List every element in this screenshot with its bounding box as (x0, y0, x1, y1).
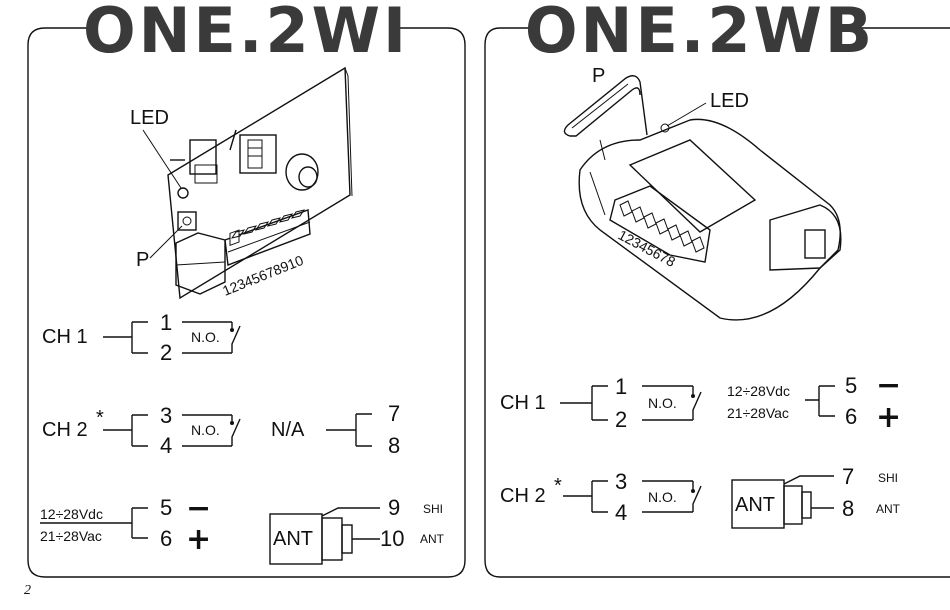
left-ch1-label: CH 1 (42, 326, 88, 348)
right-led-leader (666, 102, 707, 127)
left-terminal-numbers: 12345678910 (220, 252, 306, 299)
left-ch1-pin-b: 2 (160, 340, 172, 365)
left-ant-box-label: ANT (273, 528, 313, 550)
right-panel-frame (484, 27, 950, 578)
right-ch2-pin-b: 4 (615, 500, 627, 525)
right-led-label: LED (710, 90, 749, 112)
left-power-pin-a: 5 (160, 495, 172, 520)
right-ch2-circuit: CH 2 * 3 4 N.O. (500, 469, 702, 525)
left-ch2-label: CH 2 (42, 419, 88, 441)
right-ch1-circuit: CH 1 1 2 N.O. (500, 374, 702, 432)
left-power-vdc: 12÷28Vdc (40, 506, 103, 522)
right-power-plus: + (876, 400, 901, 435)
left-power-circuit: 12÷28Vdc 21÷28Vac 5 6 − + (40, 491, 211, 557)
left-ant-ant: ANT (420, 532, 445, 546)
left-power-plus: + (186, 522, 211, 557)
right-ant-box-label: ANT (735, 494, 775, 516)
left-led-leader (142, 129, 182, 189)
left-board-illustration (167, 66, 353, 300)
right-power-pin-a: 5 (845, 373, 857, 398)
left-na-pin-a: 7 (388, 401, 400, 426)
left-ant-pin-a: 9 (388, 495, 400, 520)
right-ch2-label: CH 2 (500, 485, 546, 507)
left-ch1-circuit: CH 1 1 2 N.O. (42, 310, 241, 365)
right-ch1-pin-b: 2 (615, 407, 627, 432)
right-title: ONE.2WB (525, 0, 875, 67)
left-na-circuit: N/A 7 8 (271, 401, 400, 458)
left-ch2-star: * (96, 407, 104, 429)
page-number: 2 (24, 583, 31, 598)
right-ch1-contact: N.O. (648, 395, 677, 411)
right-ant-ant: ANT (876, 502, 901, 516)
left-power-vac: 21÷28Vac (40, 528, 102, 544)
right-enclosure-illustration (563, 75, 842, 321)
right-ch2-star: * (554, 475, 562, 497)
left-antenna-circuit: ANT 9 10 SHI ANT (269, 495, 445, 565)
left-na-label: N/A (271, 419, 305, 441)
right-power-pin-b: 6 (845, 404, 857, 429)
right-power-minus: − (876, 368, 901, 403)
right-ch2-contact: N.O. (648, 489, 677, 505)
right-ant-shi: SHI (878, 471, 898, 485)
left-led-label: LED (130, 107, 169, 129)
right-power-vdc: 12÷28Vdc (727, 383, 790, 399)
left-title: ONE.2WI (83, 0, 409, 67)
left-power-minus: − (186, 491, 211, 526)
right-power-circuit: 12÷28Vdc 21÷28Vac 5 6 − + (727, 368, 901, 435)
left-na-pin-b: 8 (388, 433, 400, 458)
right-ant-pin-a: 7 (842, 464, 854, 489)
right-ch1-label: CH 1 (500, 392, 546, 414)
right-p-label: P (592, 65, 605, 87)
left-ch2-pin-a: 3 (160, 403, 172, 428)
left-panel-frame (27, 27, 466, 578)
left-ch2-contact: N.O. (191, 422, 220, 438)
right-ch1-pin-a: 1 (615, 374, 627, 399)
left-ch2-pin-b: 4 (160, 433, 172, 458)
left-ch1-contact: N.O. (191, 329, 220, 345)
left-p-leader (149, 225, 183, 259)
right-antenna-circuit: ANT 7 8 SHI ANT (731, 464, 901, 529)
left-p-label: P (136, 249, 149, 271)
left-power-pin-b: 6 (160, 526, 172, 551)
left-ch2-circuit: CH 2 * 3 4 N.O. (42, 403, 241, 458)
right-ch2-pin-a: 3 (615, 469, 627, 494)
left-ant-pin-b: 10 (380, 526, 404, 551)
left-ant-shi: SHI (423, 502, 443, 516)
left-ch1-pin-a: 1 (160, 310, 172, 335)
right-ant-pin-b: 8 (842, 496, 854, 521)
right-power-vac: 21÷28Vac (727, 405, 789, 421)
